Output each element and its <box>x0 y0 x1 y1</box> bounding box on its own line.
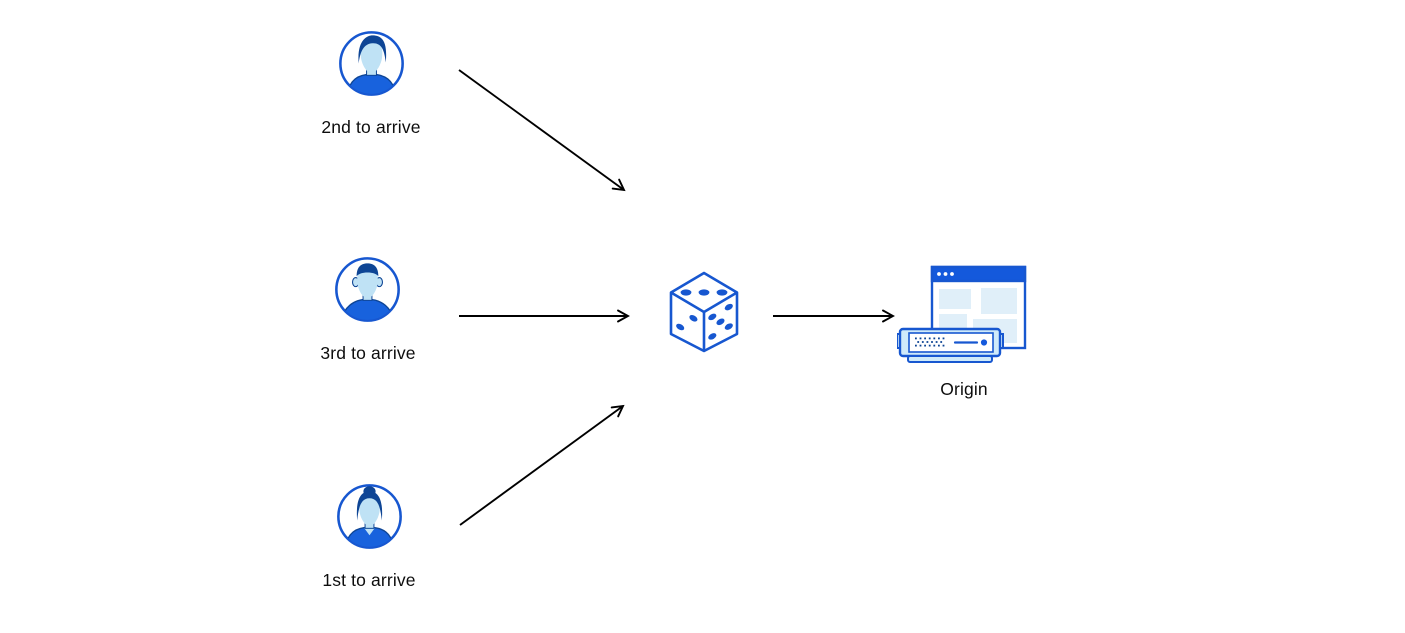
arrow-visitor-top-to-dice <box>458 69 626 192</box>
node-visitor-middle: 3rd to arrive <box>320 256 416 363</box>
origin-label: Origin <box>940 379 988 399</box>
avatar-man-flat-top-icon <box>335 257 400 322</box>
avatar-woman-bun-icon <box>337 484 402 549</box>
arrow-visitor-bottom-to-dice <box>459 404 625 526</box>
dice-icon <box>669 271 739 353</box>
avatar-man-swept-hair-icon <box>339 31 404 96</box>
visitor-bottom-label: 1st to arrive <box>322 570 416 590</box>
node-randomizer <box>666 270 742 359</box>
visitor-middle-label: 3rd to arrive <box>320 343 416 363</box>
node-visitor-top: 2nd to arrive <box>321 30 420 137</box>
browser-window-and-server-icon <box>896 265 1027 363</box>
server-icon <box>896 327 1004 363</box>
visitor-top-label: 2nd to arrive <box>321 117 421 137</box>
node-visitor-bottom: 1st to arrive <box>322 483 416 590</box>
node-origin: Origin <box>896 262 1031 399</box>
